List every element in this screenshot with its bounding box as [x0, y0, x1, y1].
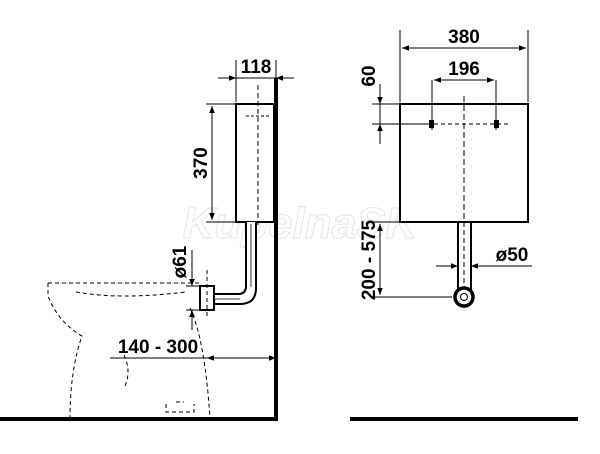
dim-label-140-300: 140 - 300 — [118, 337, 198, 358]
dim-label-d61: ø61 — [170, 245, 191, 278]
front-view: 380 196 60 ø50 200 - 575 — [350, 27, 578, 421]
watermark-text: KupelnaSK — [183, 199, 421, 248]
dim-label-200-575: 200 - 575 — [359, 219, 380, 300]
side-cistern-body — [235, 103, 275, 223]
dim-label-60: 60 — [359, 65, 380, 86]
dim-label-d50: ø50 — [496, 245, 529, 266]
dim-label-380: 380 — [448, 27, 480, 48]
dim-label-118: 118 — [241, 57, 272, 78]
mounting-holes — [429, 120, 499, 128]
side-view: 118 370 ø61 140 - 300 — [0, 57, 294, 421]
dim-label-370: 370 — [191, 147, 212, 179]
dim-label-196: 196 — [448, 59, 480, 80]
